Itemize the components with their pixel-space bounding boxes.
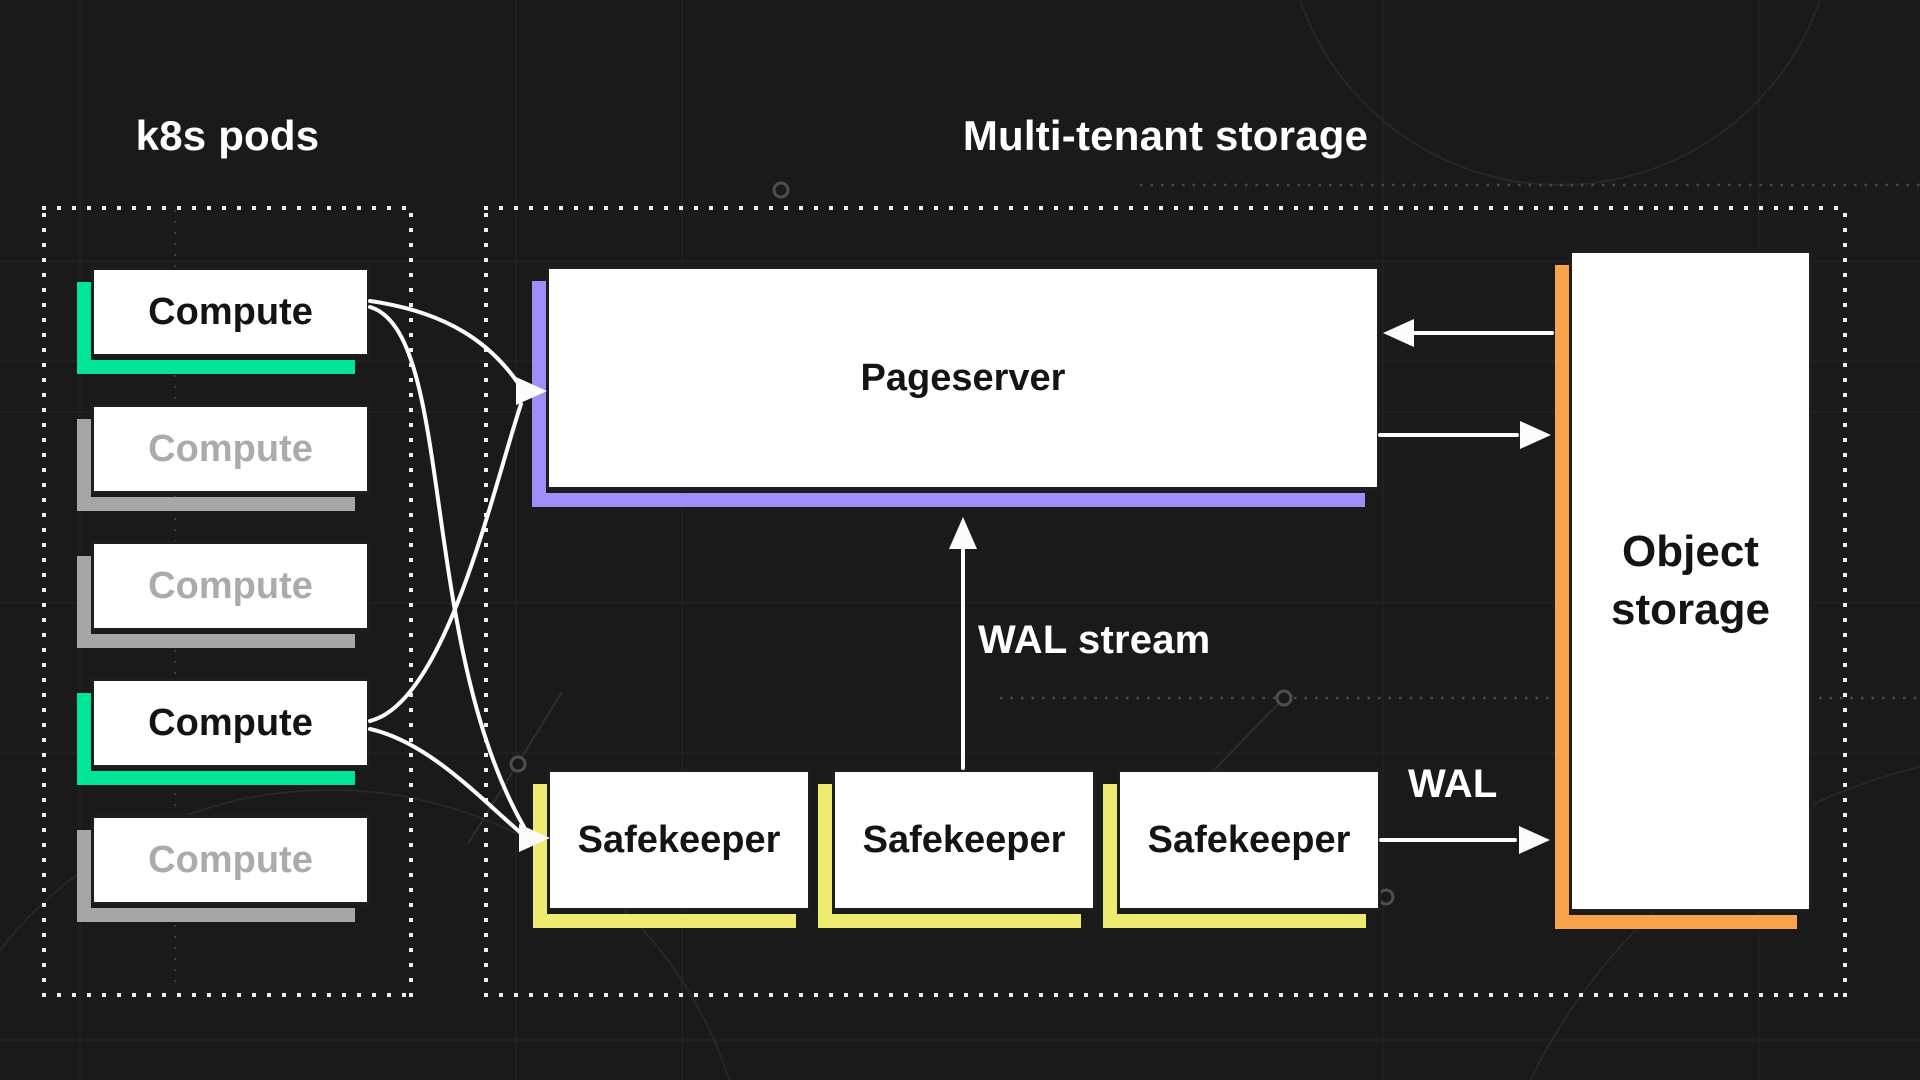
safekeeper-label: Safekeeper xyxy=(862,818,1066,861)
safekeeper-label: Safekeeper xyxy=(1147,818,1351,861)
wal-label: WAL xyxy=(1408,762,1498,806)
pageserver-node: Pageserver xyxy=(532,266,1380,507)
compute-node-3: Compute xyxy=(77,541,370,648)
compute-node-label: Compute xyxy=(148,564,313,607)
pageserver-label: Pageserver xyxy=(860,356,1066,399)
compute-node-label: Compute xyxy=(148,427,313,470)
compute-node-2: Compute xyxy=(77,404,370,511)
object-storage-label: Object storage xyxy=(1611,526,1770,634)
compute-node-4: Compute xyxy=(77,678,370,785)
safekeeper-node-2: Safekeeper xyxy=(818,769,1096,928)
compute-node-1: Compute xyxy=(77,267,370,374)
object-storage-node: Object storage xyxy=(1555,250,1812,929)
compute-node-label: Compute xyxy=(148,701,313,744)
safekeeper-node-1: Safekeeper xyxy=(533,769,811,928)
k8s-pods-title: k8s pods xyxy=(135,112,320,159)
multi-tenant-storage-title: Multi-tenant storage xyxy=(962,112,1369,159)
wal-stream-label: WAL stream xyxy=(978,618,1211,662)
compute-node-label: Compute xyxy=(148,838,313,881)
safekeeper-label: Safekeeper xyxy=(577,818,781,861)
safekeeper-node-3: Safekeeper xyxy=(1103,769,1381,928)
compute-node-5: Compute xyxy=(77,815,370,922)
compute-node-label: Compute xyxy=(148,290,313,333)
